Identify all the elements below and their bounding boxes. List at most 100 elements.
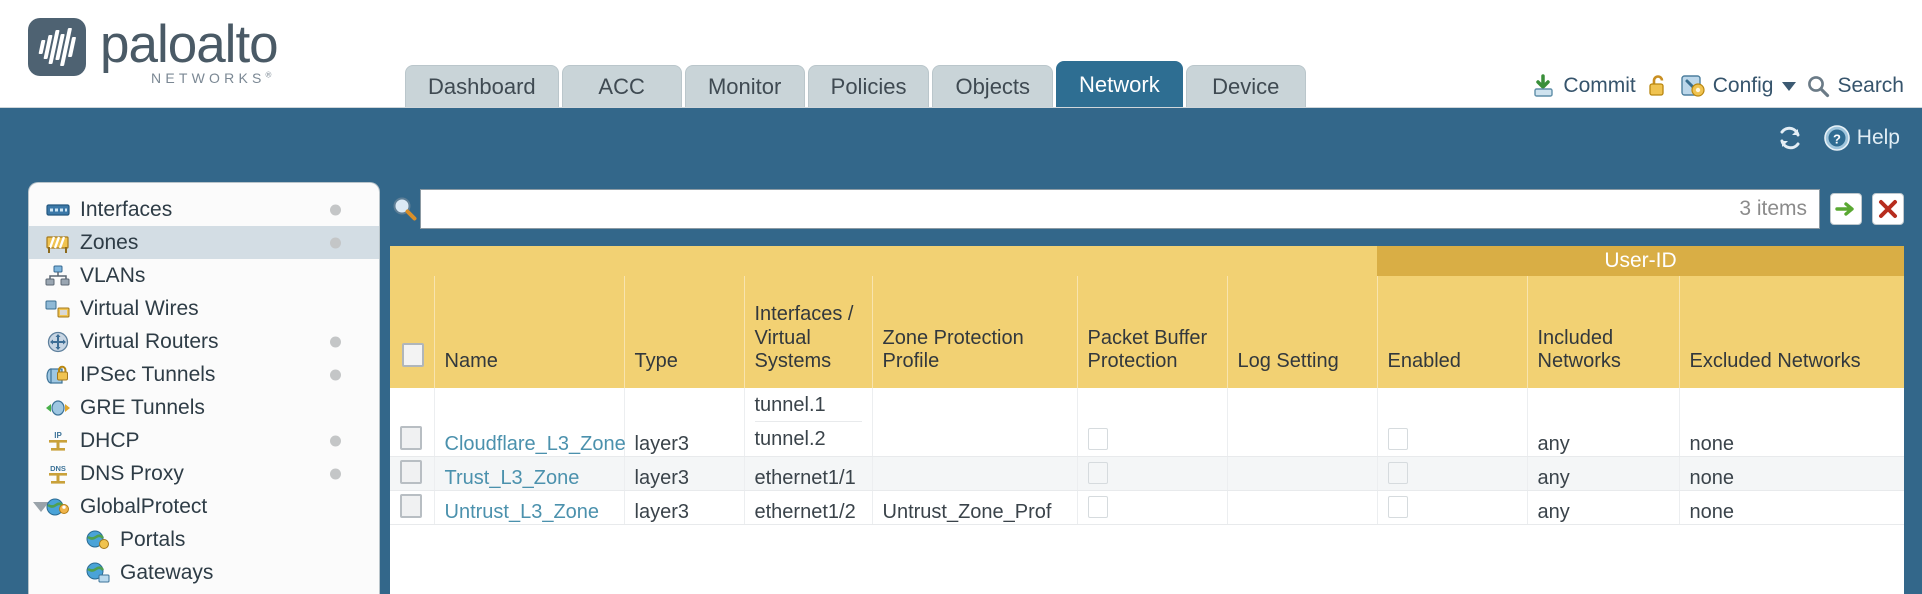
table-row[interactable]: Untrust_L3_Zone layer3 ethernet1/2 Untru… [390,490,1904,525]
userid-enabled-checkbox[interactable] [1387,428,1408,450]
table-search-row: 3 items [390,186,1904,232]
cell-packet-buffer-protection[interactable] [1076,490,1227,525]
cell-userid-enabled[interactable] [1376,388,1527,457]
help-question-icon: ? [1823,125,1850,151]
config-menu[interactable]: Config [1680,73,1797,99]
registered-mark: ® [265,70,276,80]
tab-policies[interactable]: Policies [807,65,930,107]
column-header-name[interactable]: Name [433,276,624,388]
sidebar-label-vlans: VLANs [80,263,146,287]
sidebar-item-gre-tunnels[interactable]: GRE Tunnels [29,391,379,424]
cell-excluded-networks: none [1678,490,1904,525]
sidebar-label-dhcp: DHCP [80,428,140,452]
cell-userid-enabled[interactable] [1376,456,1527,491]
sidebar-item-ipsec-tunnels[interactable]: IPSec Tunnels [29,358,379,391]
row-checkbox[interactable] [400,426,422,450]
userid-enabled-checkbox[interactable] [1387,496,1408,518]
clear-x-icon [1879,200,1897,218]
search-magnifier-icon[interactable] [390,194,420,224]
search-icon [1808,75,1830,97]
sidebar-item-virtual-routers[interactable]: Virtual Routers [29,325,379,358]
column-header-packet-buffer-protection[interactable]: Packet Buffer Protection [1076,276,1227,388]
column-header-type[interactable]: Type [623,276,744,388]
svg-text:?: ? [1833,132,1841,147]
cell-log-setting [1226,388,1377,457]
cell-packet-buffer-protection[interactable] [1076,456,1227,491]
sidebar-item-virtual-wires[interactable]: Virtual Wires [29,292,379,325]
column-header-excluded-networks[interactable]: Excluded Networks [1678,276,1904,388]
row-checkbox[interactable] [400,494,422,518]
sidebar-label-portals: Portals [120,527,186,551]
lock-button[interactable] [1646,73,1670,99]
zone-name-link[interactable]: Untrust_L3_Zone [444,501,600,523]
sidebar-dot-dhcp [330,435,341,446]
column-header-userid-enabled[interactable]: Enabled [1376,276,1527,388]
select-all-header[interactable] [390,276,434,388]
userid-enabled-checkbox[interactable] [1387,462,1408,484]
tree-collapse-caret-icon[interactable] [33,501,49,512]
sidebar-item-portals[interactable]: Portals [29,523,379,556]
tab-objects[interactable]: Objects [932,65,1054,107]
chevron-down-icon[interactable] [1782,81,1797,91]
row-checkbox[interactable] [400,460,422,484]
row-select-cell[interactable] [390,388,434,457]
unlock-icon [1649,75,1664,96]
interface-entry: tunnel.2 [754,428,826,450]
cell-zone-type: layer3 [623,388,744,457]
table-row[interactable]: Cloudflare_L3_Zone layer3 tunnel.1 tunne… [390,388,1904,457]
tab-acc-label: ACC [598,73,645,99]
tab-acc[interactable]: ACC [561,65,682,107]
tab-network[interactable]: Network [1056,61,1183,107]
cell-zone-name[interactable]: Untrust_L3_Zone [433,490,624,525]
sidebar-item-dhcp[interactable]: IP DHCP [29,424,379,457]
cell-userid-enabled[interactable] [1376,490,1527,525]
sidebar-dot-interfaces [330,204,341,215]
cell-zone-name[interactable]: Trust_L3_Zone [433,456,624,491]
row-select-cell[interactable] [390,490,434,525]
tab-device[interactable]: Device [1185,65,1306,107]
apply-filter-button[interactable] [1830,193,1862,225]
interfaces-icon [45,199,71,221]
commit-save-icon [1534,74,1554,97]
sidebar-label-zones: Zones [80,230,139,254]
vlans-icon [45,265,71,287]
commit-button[interactable]: Commit [1531,73,1636,99]
sidebar-item-interfaces[interactable]: Interfaces [29,193,379,226]
sidebar-item-globalprotect[interactable]: GlobalProtect [29,490,379,523]
packet-buffer-protection-checkbox[interactable] [1087,428,1108,450]
subband-actions: ? Help [1775,124,1900,152]
row-select-cell[interactable] [390,456,434,491]
tab-monitor[interactable]: Monitor [684,65,805,107]
column-header-zone-protection-profile[interactable]: Zone Protection Profile [871,276,1077,388]
packet-buffer-protection-checkbox[interactable] [1087,496,1108,518]
column-header-log-setting[interactable]: Log Setting [1226,276,1377,388]
refresh-icon[interactable] [1775,124,1805,152]
cell-zone-name[interactable]: Cloudflare_L3_Zone [433,388,626,457]
search-button[interactable]: Search [1806,74,1904,99]
zone-name-link[interactable]: Trust_L3_Zone [444,467,580,489]
search-input-wrapper[interactable]: 3 items [420,189,1820,229]
sidebar-dot-virtual-routers [330,336,341,347]
paloalto-logo-icon [28,18,86,76]
virtual-routers-icon [45,331,71,353]
tab-dashboard[interactable]: Dashboard [405,65,559,107]
top-header-bar: paloalto NETWORKS® Dashboard ACC Monitor… [0,0,1922,108]
table-row[interactable]: Trust_L3_Zone layer3 ethernet1/1 any non… [390,456,1904,491]
cell-included-networks: any [1526,456,1679,491]
sidebar-item-zones[interactable]: Zones [29,226,379,259]
search-input[interactable] [421,190,1740,228]
help-label: Help [1856,126,1900,149]
select-all-checkbox[interactable] [402,343,424,368]
cell-included-networks: any [1526,388,1679,457]
cell-packet-buffer-protection[interactable] [1076,388,1227,457]
zone-name-link[interactable]: Cloudflare_L3_Zone [444,433,626,455]
sidebar-item-gateways[interactable]: Gateways [29,556,379,589]
sidebar-item-dns-proxy[interactable]: DNS DNS Proxy [29,457,379,490]
help-button[interactable]: ? Help [1823,124,1900,152]
column-header-interfaces[interactable]: Interfaces / Virtual Systems [743,276,872,388]
packet-buffer-protection-checkbox[interactable] [1087,462,1108,484]
column-header-included-networks[interactable]: Included Networks [1526,276,1679,388]
clear-filter-button[interactable] [1872,193,1904,225]
sidebar-item-vlans[interactable]: VLANs [29,259,379,292]
